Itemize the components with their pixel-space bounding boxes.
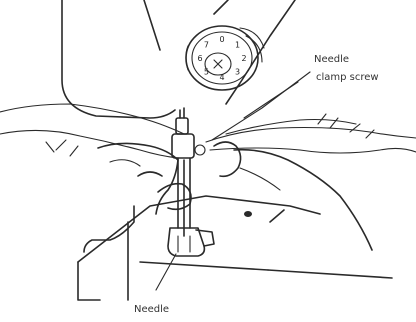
needle-clamp-screw-label-line2: clamp screw bbox=[316, 72, 379, 83]
dial-digit: 0 bbox=[219, 35, 224, 44]
dial-digit: 6 bbox=[197, 54, 202, 63]
machine-head bbox=[62, 0, 295, 118]
tension-dial: 0 123 4 567 bbox=[186, 26, 264, 90]
dial-digit: 4 bbox=[219, 73, 224, 82]
threads bbox=[0, 104, 416, 158]
dial-digit: 5 bbox=[204, 67, 209, 76]
left-hand bbox=[98, 143, 191, 214]
sewing-bed bbox=[78, 196, 392, 300]
dial-digit: 1 bbox=[235, 41, 240, 50]
dial-digit: 3 bbox=[235, 67, 240, 76]
right-hand bbox=[214, 142, 372, 250]
needle-label: Needle bbox=[134, 304, 169, 315]
dial-digit: 2 bbox=[241, 54, 246, 63]
needle-clamp-screw-label-line1: Needle bbox=[314, 54, 349, 65]
dial-digit: 7 bbox=[204, 41, 209, 50]
dial-digits: 0 123 4 567 bbox=[197, 35, 246, 82]
